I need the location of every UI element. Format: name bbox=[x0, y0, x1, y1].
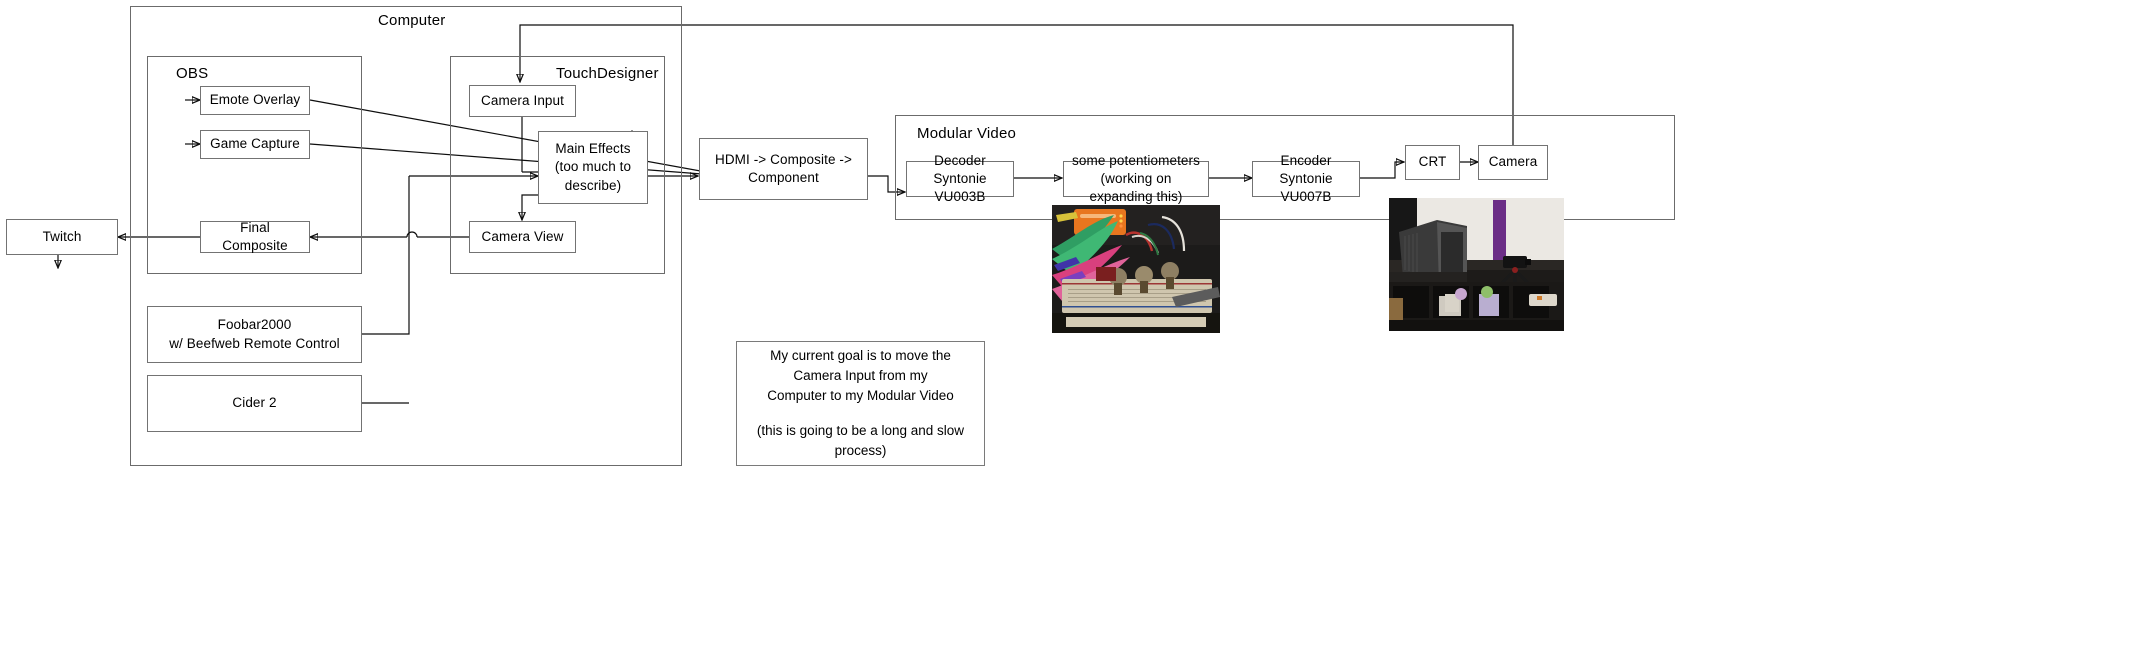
node-cider2-label: Cider 2 bbox=[232, 395, 277, 411]
goal-note-line2: Computer to my Modular Video bbox=[767, 388, 954, 404]
node-camera-view[interactable]: Camera View bbox=[469, 221, 576, 253]
breadboard-photo bbox=[1052, 205, 1220, 333]
node-crt[interactable]: CRT bbox=[1405, 145, 1460, 180]
node-emote-overlay-label: Emote Overlay bbox=[209, 92, 301, 108]
node-camera-view-label: Camera View bbox=[481, 228, 564, 244]
group-modular-video-label: Modular Video bbox=[917, 125, 1017, 142]
crt-setup-photo bbox=[1389, 198, 1564, 331]
node-encoder-line1: Encoder bbox=[1280, 152, 1332, 168]
node-emote-overlay[interactable]: Emote Overlay bbox=[200, 86, 310, 115]
node-twitch-label: Twitch bbox=[42, 228, 82, 244]
node-foobar2000[interactable]: Foobar2000 w/ Beefweb Remote Control bbox=[147, 306, 362, 363]
group-touchdesigner-label: TouchDesigner bbox=[556, 65, 659, 82]
node-encoder[interactable]: Encoder Syntonie VU007B bbox=[1252, 153, 1360, 204]
node-twitch[interactable]: Twitch bbox=[6, 219, 118, 255]
node-final-composite-label: Final Composite bbox=[222, 219, 288, 253]
node-camera[interactable]: Camera bbox=[1478, 145, 1548, 180]
group-obs-label: OBS bbox=[176, 65, 209, 82]
node-camera-input-label: Camera Input bbox=[481, 92, 564, 108]
node-final-composite[interactable]: Final Composite bbox=[200, 219, 310, 253]
group-obs bbox=[147, 56, 362, 274]
node-decoder-line1: Decoder bbox=[934, 152, 986, 168]
node-camera-input[interactable]: Camera Input bbox=[469, 85, 576, 117]
node-encoder-line2: Syntonie VU007B bbox=[1279, 170, 1333, 205]
node-foobar2000-line1: Foobar2000 bbox=[217, 317, 292, 333]
node-potentiometers-line1: some potentiometers bbox=[1072, 152, 1200, 168]
node-main-effects-line1: Main Effects bbox=[555, 141, 631, 157]
node-hdmi-converter-label: HDMI -> Composite -> Component bbox=[714, 151, 853, 185]
group-computer-label: Computer bbox=[378, 12, 446, 29]
node-potentiometers-line2: (working on expanding this) bbox=[1089, 170, 1183, 205]
node-camera-label: Camera bbox=[1488, 154, 1538, 170]
node-decoder[interactable]: Decoder Syntonie VU003B bbox=[906, 153, 1014, 204]
node-game-capture-label: Game Capture bbox=[210, 136, 300, 152]
node-decoder-line2: Syntonie VU003B bbox=[933, 170, 987, 205]
goal-note-line1: My current goal is to move the Camera In… bbox=[770, 347, 951, 384]
node-foobar2000-line2: w/ Beefweb Remote Control bbox=[169, 335, 340, 351]
node-game-capture[interactable]: Game Capture bbox=[200, 130, 310, 159]
node-cider2[interactable]: Cider 2 bbox=[147, 375, 362, 432]
group-modular-video bbox=[895, 115, 1675, 220]
goal-note: My current goal is to move the Camera In… bbox=[736, 341, 985, 466]
node-hdmi-converter[interactable]: HDMI -> Composite -> Component bbox=[699, 138, 868, 200]
group-computer bbox=[130, 6, 682, 466]
goal-note-line3: (this is going to be a long and slow pro… bbox=[756, 422, 965, 458]
group-touchdesigner bbox=[450, 56, 665, 274]
node-main-effects-line2: (too much to describe) bbox=[554, 159, 632, 193]
node-potentiometers[interactable]: some potentiometers (working on expandin… bbox=[1063, 153, 1209, 204]
node-main-effects[interactable]: Main Effects (too much to describe) bbox=[538, 131, 648, 204]
node-crt-label: CRT bbox=[1418, 154, 1447, 170]
